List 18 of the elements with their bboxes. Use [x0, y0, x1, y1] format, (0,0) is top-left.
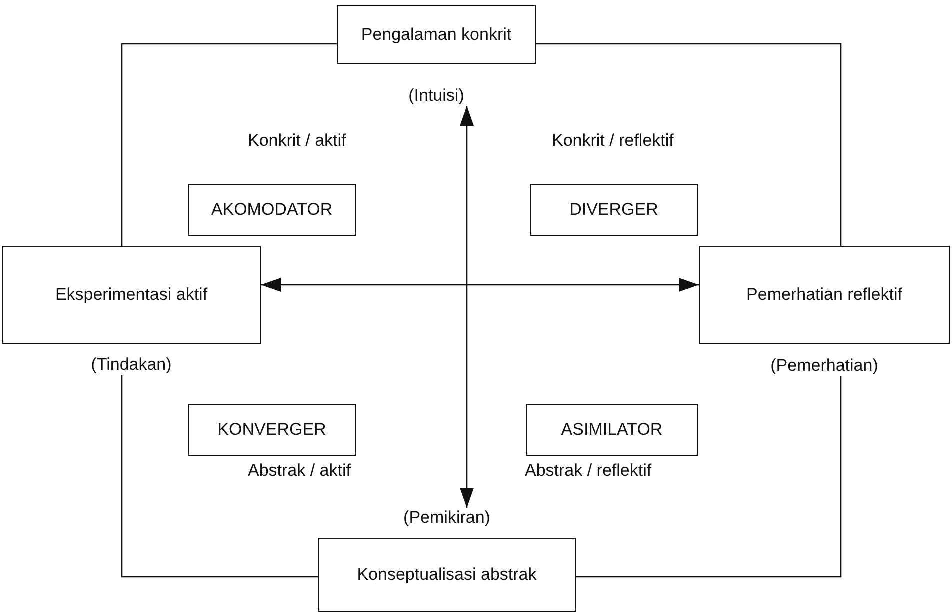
double-arrow [261, 278, 699, 292]
stage-box: Konseptualisasi abstrak [318, 538, 576, 612]
learning-style-box: DIVERGER [530, 184, 698, 236]
stage-box: Pemerhatian reflektif [699, 246, 950, 344]
quadrant-label: Konkrit / aktif [248, 131, 346, 151]
stage-box: Pengalaman konkrit [337, 5, 536, 64]
connector-line [536, 43, 842, 246]
connector-line [576, 376, 842, 578]
learning-style-box: ASIMILATOR [526, 404, 698, 456]
connector-line [121, 43, 337, 246]
learning-style-box: AKOMODATOR [188, 184, 356, 236]
quadrant-label: Abstrak / reflektif [525, 461, 652, 481]
double-arrow [460, 106, 474, 508]
quadrant-label: Abstrak / aktif [248, 461, 351, 481]
stage-box: Eksperimentasi aktif [2, 246, 261, 344]
quadrant-label: Konkrit / reflektif [552, 131, 674, 151]
connector-line [121, 375, 318, 578]
learning-style-box: KONVERGER [188, 404, 356, 456]
